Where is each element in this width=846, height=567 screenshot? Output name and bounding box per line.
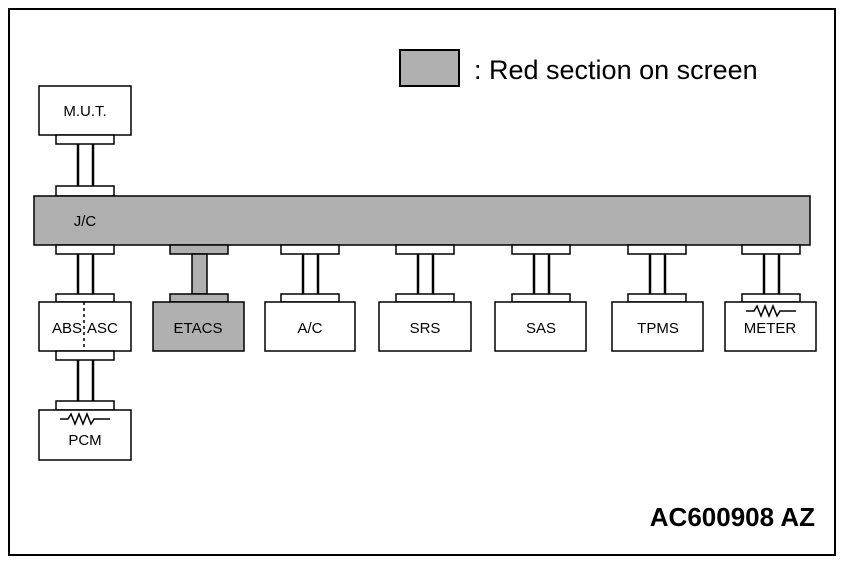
jc-label: J/C (74, 213, 97, 230)
srs-connector-bottom (395, 293, 455, 303)
meter-label: METER (744, 320, 797, 337)
jc-bus (33, 195, 811, 246)
mut-label: M.U.T. (63, 103, 106, 120)
abs-lower-connector (55, 350, 115, 361)
sas-label: SAS (526, 320, 556, 337)
ac-connector-bottom (280, 293, 340, 303)
legend-swatch (399, 49, 460, 87)
pcm-connector (55, 400, 115, 411)
etacs-label: ETACS (174, 320, 223, 337)
asc-label: ASC (87, 320, 118, 337)
ac-label: A/C (297, 320, 322, 337)
outer-frame (8, 8, 836, 556)
sas-connector-top (511, 244, 571, 255)
meter-connector-bottom (741, 293, 801, 303)
srs-connector-top (395, 244, 455, 255)
figure-code: AC600908 AZ (650, 502, 815, 532)
mut-connector-bottom (55, 185, 115, 197)
ac-box (264, 301, 356, 352)
tpms-connector-bottom (627, 293, 687, 303)
legend-text: : Red section on screen (474, 55, 758, 85)
mut-connector-top (55, 134, 115, 145)
abs-label: ABS (52, 320, 82, 337)
abs-connector-top (55, 244, 115, 255)
etacs-box (152, 301, 245, 352)
tpms-box (611, 301, 704, 352)
tpms-label: TPMS (637, 320, 679, 337)
abs-connector-bottom (55, 293, 115, 303)
meter-connector-top (741, 244, 801, 255)
meter-resistor-icon (746, 303, 796, 319)
pcm-resistor-icon (60, 411, 110, 427)
srs-box (378, 301, 472, 352)
meter-box (724, 301, 817, 352)
ac-connector-top (280, 244, 340, 255)
srs-label: SRS (410, 320, 441, 337)
etacs-connector-bottom (169, 293, 229, 303)
etacs-wire (191, 253, 208, 295)
tpms-connector-top (627, 244, 687, 255)
sas-box (494, 301, 587, 352)
etacs-connector-top (169, 244, 229, 255)
pcm-label: PCM (68, 432, 101, 449)
sas-connector-bottom (511, 293, 571, 303)
mut-box (38, 85, 132, 136)
